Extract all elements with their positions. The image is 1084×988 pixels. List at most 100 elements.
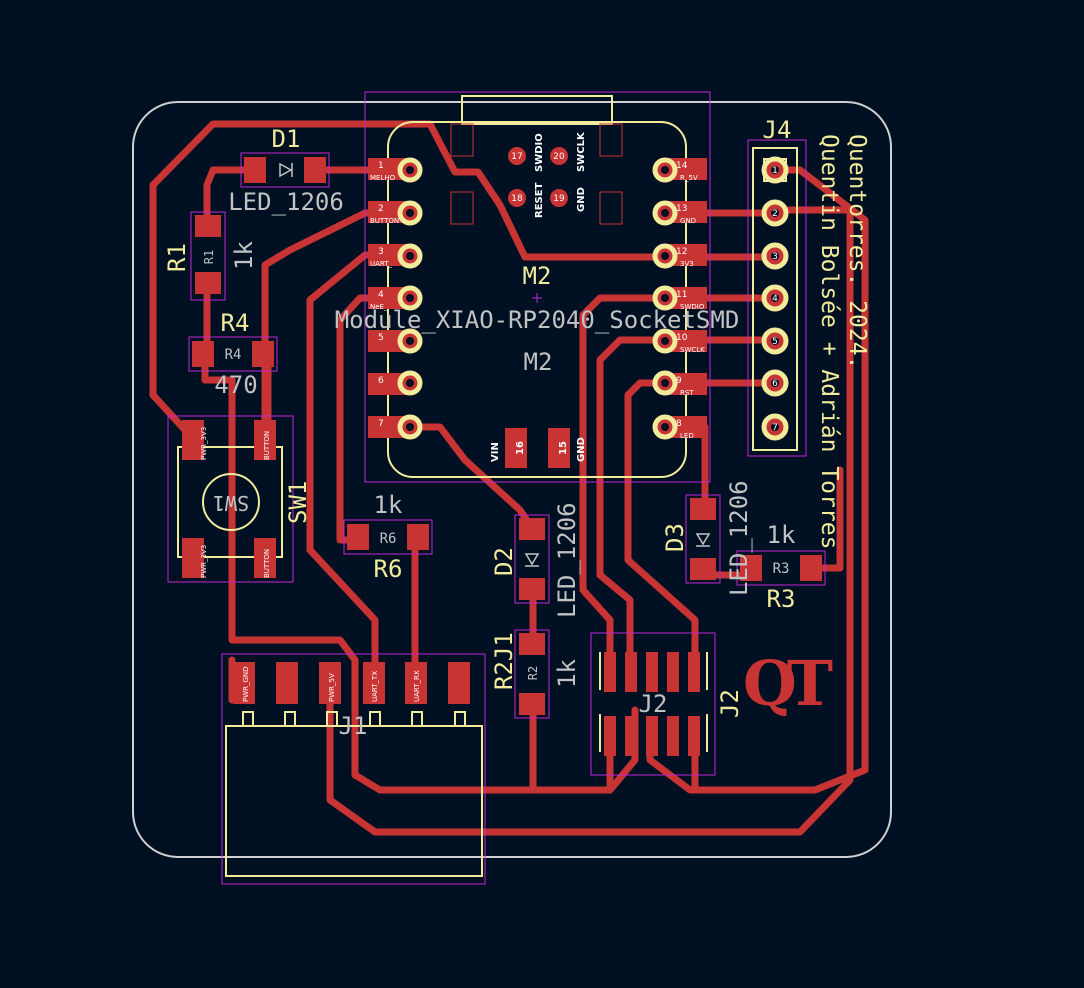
board-edge-outline	[132, 101, 892, 858]
pads	[182, 147, 822, 756]
j4-pin-2: 2	[772, 209, 778, 219]
pad-18: 18	[511, 194, 523, 204]
d1-value: LED_1206	[228, 188, 344, 216]
d3-value: LED_1206	[725, 480, 753, 596]
r2-ref-overlap: R2J1	[490, 632, 518, 690]
sw1-pad-button-bottom: BUTTON	[263, 549, 271, 578]
m2-pin-14: 14	[676, 161, 688, 171]
m2-pin-9: 9	[676, 376, 682, 386]
r4-fab: R4	[225, 347, 242, 363]
r6-ref: R6	[374, 555, 403, 583]
j1-pad-labels: PWR_GND PWR_5V UART_TX UART_RX	[242, 666, 421, 702]
r3-ref: R3	[767, 585, 796, 613]
net-label-swdio: SWDIO	[680, 303, 705, 311]
r3-value: 1k	[767, 521, 796, 549]
qt-logo: QT	[743, 647, 833, 720]
j1-pad-tx: UART_TX	[371, 671, 379, 702]
d2-diode-symbol	[524, 553, 540, 567]
m2-pin-7: 7	[378, 419, 384, 429]
m2-pin-12: 12	[676, 247, 687, 257]
pad-16: 16	[515, 441, 526, 455]
label-gnd-bottom: GND	[576, 437, 587, 462]
net-label-melho: MELHO	[370, 174, 396, 182]
j2-ref: J2	[716, 689, 744, 718]
net-label-nee: NeE_	[370, 303, 388, 311]
net-label-button: BUTTON	[370, 217, 399, 225]
m2-right-pin-numbers: 14 13 12 11 10 9 8	[676, 161, 688, 429]
label-vin: VIN	[490, 442, 501, 462]
r3-fab: R3	[773, 561, 790, 577]
j1-ref: J1	[339, 712, 368, 740]
j4-pin-numbers: 1 2 3 4 5 6 7	[772, 166, 778, 433]
r4-ref: R4	[221, 309, 250, 337]
net-label-gnd: GND	[680, 217, 696, 225]
m2-ref-fab: M2	[524, 348, 553, 376]
m2-pin-2: 2	[378, 204, 384, 214]
m2-left-pin-numbers: 1 2 3 4 5 6 7	[378, 161, 384, 429]
j1-pad-rx: UART_RX	[413, 670, 421, 702]
j4-pin-4: 4	[772, 294, 778, 304]
j4-pin-7: 7	[772, 423, 778, 433]
r6-fab: R6	[380, 531, 397, 547]
j4-pin-3: 3	[772, 252, 778, 262]
m2-pin-4: 4	[378, 290, 384, 300]
credit-line1: Quentorres. 2024.	[844, 134, 870, 369]
courtyards	[167, 91, 826, 885]
m2-pin-1: 1	[378, 161, 384, 171]
label-reset: RESET	[534, 182, 545, 218]
m2-ref: M2	[523, 262, 552, 290]
net-label-uart: UART_	[370, 260, 393, 268]
sw1-pad-button-top: BUTTON	[263, 431, 271, 460]
net-label-rst: RST	[680, 389, 694, 397]
r6-value: 1k	[374, 491, 403, 519]
d2-ref: D2	[490, 547, 518, 576]
j1-pad-gnd: PWR_GND	[242, 666, 250, 702]
tht-holes	[406, 166, 779, 431]
sw1-ref: SW1	[284, 481, 312, 524]
r2-value: 1k	[553, 659, 581, 688]
credit-line2: Quentin Bolsée + Adrián Torres	[816, 134, 842, 549]
net-label-5v: R_5V	[680, 174, 698, 182]
sw1-fab: SW1	[213, 491, 249, 515]
m2-value: Module_XIAO-RP2040_SocketSMD	[335, 306, 740, 334]
net-label-led: LED	[680, 432, 694, 440]
r2-fab: R2	[526, 666, 540, 680]
d3-ref: D3	[661, 523, 689, 552]
m2-pin-3: 3	[378, 247, 384, 257]
sw1-pad-labels: PWR_3V3 BUTTON PWR_3V3 BUTTON	[200, 427, 271, 578]
d1-ref: D1	[272, 125, 301, 153]
d2-value: LED_1206	[553, 502, 581, 618]
j2-fab-ref: J2	[639, 690, 668, 718]
pad-19: 19	[553, 194, 565, 204]
label-swclk: SWCLK	[576, 131, 587, 172]
j4-ref: J4	[763, 116, 792, 144]
r1-ref: R1	[163, 243, 191, 272]
m2-pin-11: 11	[676, 290, 687, 300]
j4-pin-6: 6	[772, 379, 778, 389]
sw1-pad-pwr-bottom: PWR_3V3	[200, 545, 208, 578]
pad-17: 17	[511, 152, 522, 162]
r1-value: 1k	[230, 241, 258, 270]
m2-pin-10: 10	[676, 333, 688, 343]
j4-pin1-square	[763, 158, 787, 182]
label-swdio: SWDIO	[534, 133, 545, 172]
j1-pad-5v: PWR_5V	[328, 673, 336, 702]
net-label-swclk: SWCLK	[680, 346, 705, 354]
d3-diode-symbol	[695, 533, 711, 547]
label-gnd-top: GND	[576, 187, 587, 212]
net-label-3v3: 3V3	[680, 260, 694, 268]
d1-diode-symbol	[279, 162, 293, 178]
pad-15: 15	[558, 441, 569, 455]
j4-pin-1: 1	[772, 166, 778, 176]
m2-center-pad-numbers: 17 18 19 20	[511, 152, 565, 204]
r1-fab: R1	[202, 250, 216, 264]
j4-pin-5: 5	[772, 337, 778, 347]
m2-net-names: MELHO BUTTON UART_ NeE_ R_5V GND 3V3 SWD…	[370, 174, 705, 440]
keepout-hatches	[450, 123, 623, 225]
m2-pin-6: 6	[378, 376, 384, 386]
m2-pin-13: 13	[676, 204, 687, 214]
m2-pin-5: 5	[378, 333, 384, 343]
pad-20: 20	[553, 152, 565, 162]
m2-pin-8: 8	[676, 419, 682, 429]
